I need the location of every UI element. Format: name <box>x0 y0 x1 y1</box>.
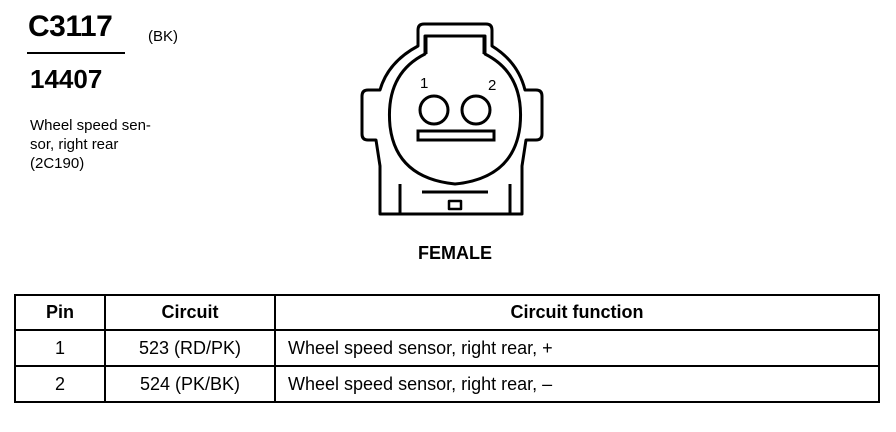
skirt-detail <box>398 184 512 214</box>
table-row: 1 523 (RD/PK) Wheel speed sensor, right … <box>14 329 880 367</box>
cell-function: Wheel speed sensor, right rear, – <box>274 365 880 403</box>
pinout-table: Pin Circuit Circuit function 1 523 (RD/P… <box>14 294 880 403</box>
connector-face-inner <box>387 34 523 186</box>
cell-pin: 1 <box>14 329 106 367</box>
pin-cavity-2 <box>460 94 492 126</box>
connector-color: (BK) <box>148 28 178 45</box>
column-header-pin: Pin <box>14 294 106 331</box>
description-line: (2C190) <box>30 155 85 172</box>
cell-circuit: 524 (PK/BK) <box>104 365 276 403</box>
cell-circuit: 523 (RD/PK) <box>104 329 276 367</box>
description-line: Wheel speed sen- <box>30 117 151 134</box>
title-underline <box>27 52 125 54</box>
connector-description: Wheel speed sen- sor, right rear (2C190) <box>30 116 170 173</box>
connector-id: C3117 <box>28 10 113 43</box>
part-number: 14407 <box>30 64 103 94</box>
column-header-function: Circuit function <box>274 294 880 331</box>
keyway-notch <box>447 199 463 211</box>
key-bar <box>416 129 496 142</box>
connector-body-outline <box>360 22 544 216</box>
pin-label-1: 1 <box>420 75 428 92</box>
cell-pin: 2 <box>14 365 106 403</box>
table-header-row: Pin Circuit Circuit function <box>14 294 880 331</box>
description-line: sor, right rear <box>30 136 119 153</box>
connector-face-diagram: 1 2 <box>360 22 544 216</box>
latch-detail <box>424 36 486 54</box>
view-label: FEMALE <box>418 243 492 263</box>
cell-function: Wheel speed sensor, right rear, + <box>274 329 880 367</box>
column-header-circuit: Circuit <box>104 294 276 331</box>
table-row: 2 524 (PK/BK) Wheel speed sensor, right … <box>14 365 880 403</box>
pin-label-2: 2 <box>488 77 496 94</box>
pin-cavity-1 <box>418 94 450 126</box>
